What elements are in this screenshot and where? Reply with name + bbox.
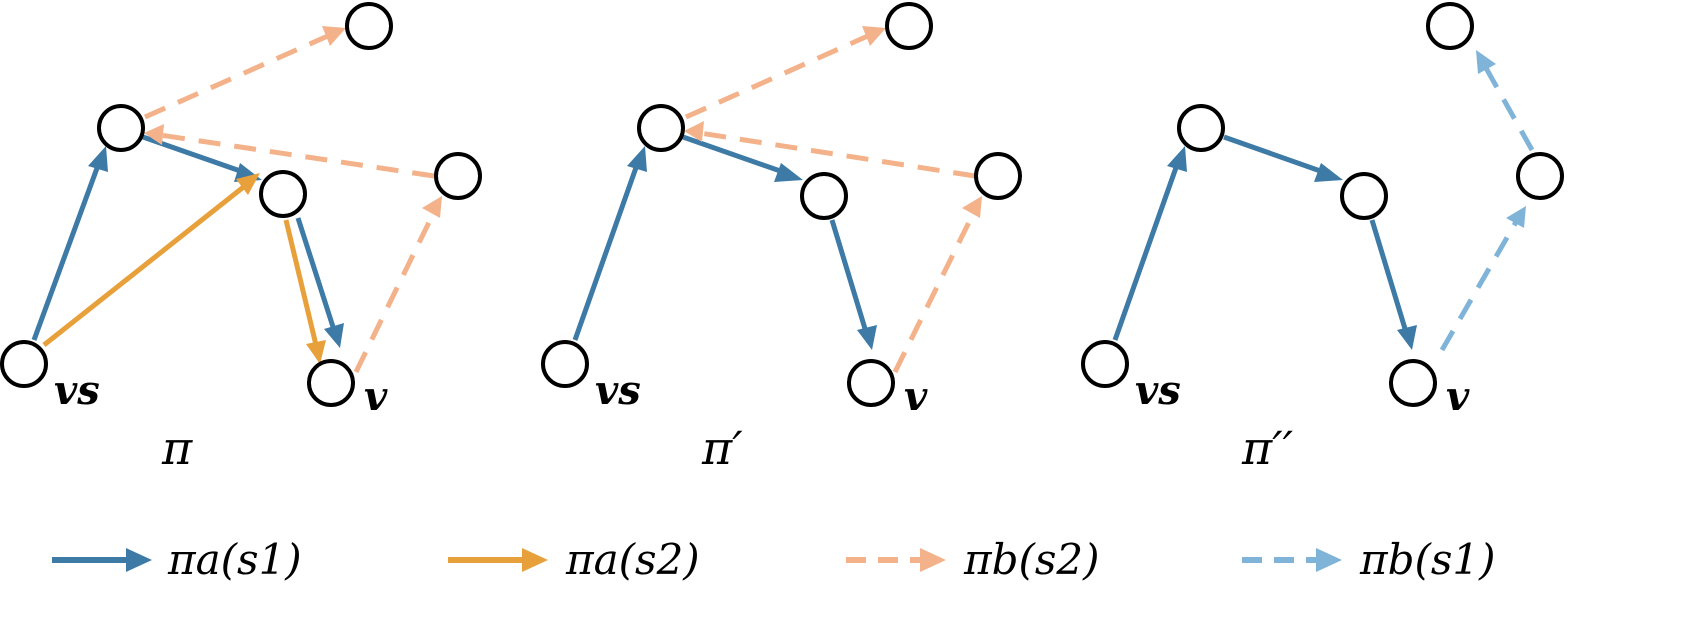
arrowhead [962,196,982,218]
node-v [307,359,355,407]
node [1516,152,1564,200]
node [345,2,393,50]
node-vs [1081,340,1129,388]
arrowhead [684,121,704,142]
node-v [1389,359,1437,407]
edge-pi-a-s1 [572,161,641,341]
edge-pi-b-s1 [1439,220,1519,352]
edge-pi-b-s2 [892,210,977,374]
edge-pi-a-s2 [42,183,248,347]
arrowhead [88,146,108,172]
node-v [847,359,895,407]
panel-pi: vs v π [0,2,482,475]
panel-title: π′ [701,421,743,475]
arrowhead [862,26,886,46]
arrowhead [306,340,326,364]
edges-panel-pi-prime [572,26,982,374]
edges-panel-pi-double-prime [1112,50,1535,352]
edge-pi-b-s2 [353,210,437,374]
edges-panel-pi [31,26,442,374]
legend-item-pi-a-s1: πa(s1) [52,535,302,584]
panel-title: π [161,421,193,475]
node [974,152,1022,200]
arrowhead [322,26,346,46]
arrowhead [774,163,803,182]
edge-pi-a-s1 [1369,219,1409,333]
arrowhead [1316,548,1342,572]
edge-pi-a-s2 [283,219,319,346]
legend-label: πb(s1) [1359,535,1496,584]
arrowhead [627,146,647,172]
node [637,104,685,152]
edge-pi-a-s1 [829,219,869,333]
node [1340,172,1388,220]
arrowhead [522,548,548,572]
panel-pi-prime: vs v π′ [541,2,1022,475]
edge-pi-b-s2 [699,130,976,179]
arrowhead [1506,206,1526,228]
arrowhead [1397,325,1417,350]
edge-pi-a-s1 [682,134,787,176]
panel-title: π′′ [1241,421,1294,475]
arrowhead [422,196,442,218]
edge-pi-a-s1 [31,159,103,341]
edge-pi-b-s2 [684,32,872,120]
start-node-label: vs [1135,367,1181,414]
node-vs [0,340,48,388]
arrowhead [324,323,344,348]
node-vs [541,340,589,388]
arrowhead [1167,146,1187,172]
legend-item-pi-b-s1: πb(s1) [1242,535,1496,584]
edge-pi-b-s2 [143,32,332,120]
arrowhead [920,548,946,572]
legend: πa(s1) πa(s2) πb(s2) πb(s1) [52,535,1496,584]
edge-pi-a-s1 [295,217,337,331]
edge-pi-b-s1 [1483,66,1535,152]
panel-pi-double-prime: vs v π′′ [1081,2,1564,475]
node [97,104,145,152]
arrowhead [144,124,164,145]
node [259,170,307,218]
node [434,152,482,200]
legend-item-pi-b-s2: πb(s2) [846,535,1100,584]
end-node-label: v [1446,373,1470,420]
legend-label: πa(s1) [167,535,302,584]
node [885,2,933,50]
end-node-label: v [904,373,928,420]
start-node-label: vs [54,367,100,414]
node [1177,104,1225,152]
arrowhead [1314,163,1343,182]
node [1426,2,1474,50]
arrowhead [1476,50,1496,74]
arrowhead [236,173,260,195]
edge-pi-b-s2 [159,132,435,179]
node [800,172,848,220]
edge-pi-a-s1 [1223,134,1327,176]
legend-item-pi-a-s2: πa(s2) [448,535,700,584]
edge-pi-a-s1 [1112,161,1181,341]
legend-label: πa(s2) [565,535,700,584]
start-node-label: vs [595,367,641,414]
arrowhead [857,325,877,350]
arrowhead [126,548,152,572]
legend-label: πb(s2) [963,535,1100,584]
end-node-label: v [364,373,388,420]
